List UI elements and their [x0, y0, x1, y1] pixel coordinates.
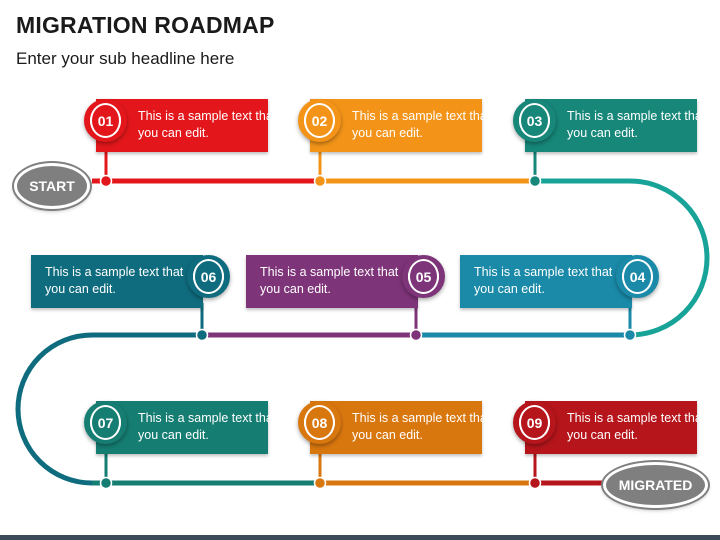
step-03: This is a sample text that you can edit.… [513, 99, 713, 169]
step-01: This is a sample text that you can edit.… [84, 99, 284, 169]
step-06-box [31, 255, 203, 308]
step-02-text: This is a sample text that you can edit. [352, 109, 491, 140]
step-04-badge: 04 [616, 255, 659, 298]
step-01-badge: 01 [84, 99, 127, 142]
step-05: This is a sample text that you can edit.… [246, 255, 446, 325]
step-03-number: 03 [519, 103, 550, 138]
node-dot-05 [409, 328, 423, 342]
step-08-text: This is a sample text that you can edit. [352, 411, 491, 442]
step-03-text: This is a sample text that you can edit. [567, 109, 706, 140]
path-curve-right [629, 178, 710, 338]
step-05-text: This is a sample text that you can edit. [260, 265, 399, 296]
node-dot-09 [528, 476, 542, 490]
step-05-number: 05 [408, 259, 439, 294]
migrated-marker: MIGRATED [603, 462, 708, 508]
step-06-text: This is a sample text that you can edit. [45, 265, 184, 296]
step-06-number: 06 [193, 259, 224, 294]
page-subtitle: Enter your sub headline here [16, 49, 235, 68]
node-dot-04 [623, 328, 637, 342]
footer-bar [0, 535, 720, 540]
node-dot-06 [195, 328, 209, 342]
page-title: MIGRATION ROADMAP [16, 12, 275, 38]
step-04-text: This is a sample text that you can edit. [474, 265, 613, 296]
node-dot-01 [99, 174, 113, 188]
node-dot-02 [313, 174, 327, 188]
step-05-badge: 05 [402, 255, 445, 298]
node-dot-03 [528, 174, 542, 188]
step-07-badge: 07 [84, 401, 127, 444]
step-03-badge: 03 [513, 99, 556, 142]
start-marker: START [14, 163, 90, 209]
step-09-text: This is a sample text that you can edit. [567, 411, 706, 442]
step-01-number: 01 [90, 103, 121, 138]
step-09-number: 09 [519, 405, 550, 440]
step-09: This is a sample text that you can edit.… [513, 401, 713, 471]
step-09-badge: 09 [513, 401, 556, 444]
node-dot-08 [313, 476, 327, 490]
step-08: This is a sample text that you can edit.… [298, 401, 498, 471]
path-curve-left [15, 332, 93, 486]
step-08-badge: 08 [298, 401, 341, 444]
step-07-text: This is a sample text that you can edit. [138, 411, 277, 442]
step-04: This is a sample text that you can edit.… [460, 255, 660, 325]
step-02: This is a sample text that you can edit.… [298, 99, 498, 169]
step-01-text: This is a sample text that you can edit. [138, 109, 277, 140]
step-08-number: 08 [304, 405, 335, 440]
step-02-badge: 02 [298, 99, 341, 142]
step-06-badge: 06 [187, 255, 230, 298]
step-02-number: 02 [304, 103, 335, 138]
step-07-number: 07 [90, 405, 121, 440]
step-04-number: 04 [622, 259, 653, 294]
step-05-box [246, 255, 418, 308]
node-dot-07 [99, 476, 113, 490]
step-04-box [460, 255, 632, 308]
step-07: This is a sample text that you can edit.… [84, 401, 284, 471]
step-06: This is a sample text that you can edit.… [31, 255, 231, 325]
